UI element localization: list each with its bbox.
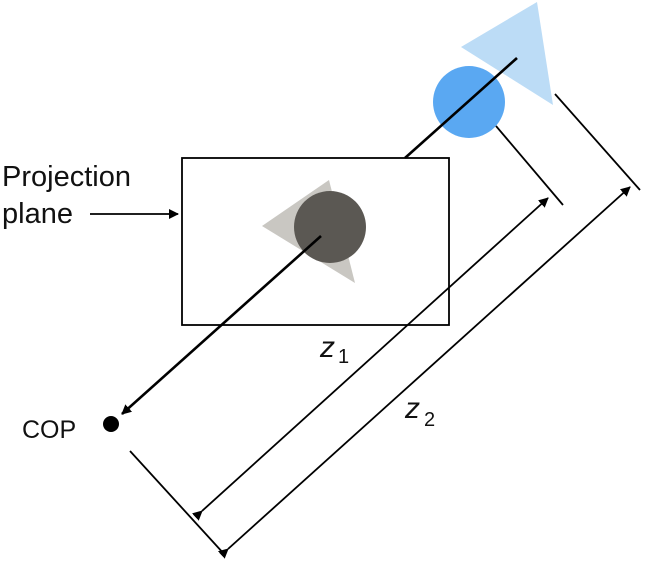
z1-label-variable: z (319, 331, 335, 364)
z1-dimension-line (191, 197, 549, 521)
z2-label-variable: z (404, 392, 420, 425)
z2-dimension-line (217, 186, 631, 559)
projection-plane-label-line2: plane (2, 198, 73, 230)
z2-label-subscript: 2 (424, 409, 435, 431)
far-triangle-object (461, 2, 553, 105)
cop-point (103, 416, 119, 432)
extension-line-cop (129, 450, 226, 556)
extension-line-plane (495, 125, 564, 206)
cop-label: COP (22, 416, 76, 444)
projector-ray-outside-plane (404, 57, 518, 159)
extension-line-object (554, 93, 641, 191)
z1-label-subscript: 1 (338, 346, 349, 368)
projection-plane-label-line1: Projection (2, 161, 131, 193)
